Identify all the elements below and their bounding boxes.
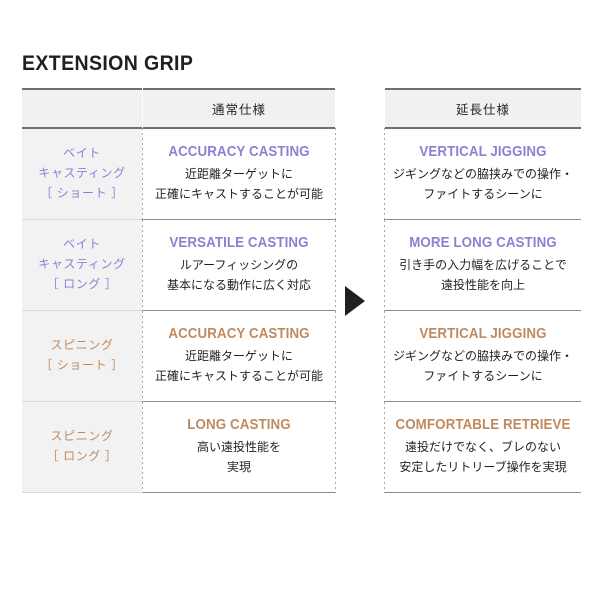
- label-line: ［ ショート ］: [40, 358, 124, 372]
- dotted-divider-2: [335, 401, 336, 493]
- standard-cell: LONG CASTING 高い遠投性能を 実現: [143, 401, 335, 493]
- standard-feature-heading: VERSATILE CASTING: [169, 235, 309, 252]
- table-row: スピニング ［ ロング ］ LONG CASTING 高い遠投性能を 実現 C: [22, 401, 581, 493]
- standard-cell: ACCURACY CASTING 近距離ターゲットに 正確にキャストすることが可…: [143, 128, 335, 220]
- desc-line: 安定したリトリーブ操作を実現: [399, 459, 567, 474]
- row-label-text: ベイト キャスティング ［ ロング ］: [22, 235, 142, 294]
- extension-cell: VERTICAL JIGGING ジギングなどの脇挟みでの操作・ ファイトするシ…: [385, 310, 581, 402]
- table-row: スピニング ［ ショート ］ ACCURACY CASTING 近距離ターゲット…: [22, 310, 581, 402]
- header-cell-extension: 延長仕様: [385, 88, 581, 129]
- header-standard-text: 通常仕様: [211, 102, 266, 117]
- label-line: ［ ロング ］: [46, 276, 118, 291]
- header-cell-label: [22, 88, 142, 129]
- page-title: EXTENSION GRIP: [22, 52, 194, 75]
- standard-feature-heading: LONG CASTING: [187, 417, 291, 434]
- table-row: ベイト キャスティング ［ ショート ］ ACCURACY CASTING 近距…: [22, 128, 581, 220]
- extension-feature-description: 引き手の入力幅を広げることで 遠投性能を向上: [385, 256, 581, 295]
- dotted-divider-3: [384, 401, 385, 493]
- label-line: ベイト: [63, 146, 101, 161]
- extension-grip-table: 通常仕様 延長仕様 ベイト キャスティング ［ ショート ］: [22, 88, 581, 493]
- dotted-divider-2: [335, 310, 336, 402]
- header-extension-text: 延長仕様: [455, 102, 510, 117]
- desc-line: 近距離ターゲットに: [184, 349, 293, 364]
- extension-feature-heading: VERTICAL JIGGING: [419, 144, 547, 161]
- standard-cell: ACCURACY CASTING 近距離ターゲットに 正確にキャストすることが可…: [143, 310, 335, 402]
- standard-feature-description: 高い遠投性能を 実現: [143, 438, 335, 477]
- desc-line: ルアーフィッシングの: [179, 258, 299, 273]
- desc-line: 高い遠投性能を: [196, 440, 281, 455]
- row-spacer-cell: [336, 310, 384, 402]
- standard-feature-heading: ACCURACY CASTING: [168, 144, 310, 161]
- extension-feature-heading: MORE LONG CASTING: [409, 235, 557, 252]
- desc-line: 正確にキャストすることが可能: [154, 368, 323, 383]
- extension-cell: VERTICAL JIGGING ジギングなどの脇挟みでの操作・ ファイトするシ…: [385, 128, 581, 220]
- extension-cell: MORE LONG CASTING 引き手の入力幅を広げることで 遠投性能を向上: [385, 219, 581, 311]
- desc-line: 遠投性能を向上: [440, 277, 525, 292]
- row-label-cell: スピニング ［ ショート ］: [22, 310, 142, 402]
- standard-feature-description: 近距離ターゲットに 正確にキャストすることが可能: [143, 165, 335, 204]
- header-cell-spacer: [336, 89, 384, 128]
- header-cell-standard: 通常仕様: [143, 88, 335, 129]
- label-line: キャスティング: [38, 166, 126, 181]
- dotted-divider-1: [142, 401, 143, 493]
- standard-feature-description: ルアーフィッシングの 基本になる動作に広く対応: [143, 256, 335, 295]
- desc-line: ファイトするシーンに: [423, 186, 543, 201]
- row-spacer-cell: [336, 401, 384, 493]
- extension-feature-description: ジギングなどの脇挟みでの操作・ ファイトするシーンに: [385, 347, 581, 386]
- extension-feature-heading: VERTICAL JIGGING: [419, 326, 547, 343]
- label-line: ［ ロング ］: [46, 449, 118, 463]
- desc-line: ジギングなどの脇挟みでの操作・: [392, 167, 573, 182]
- desc-line: 正確にキャストすることが可能: [154, 186, 323, 201]
- extension-feature-description: 遠投だけでなく、ブレのない 安定したリトリーブ操作を実現: [385, 438, 581, 477]
- table-header-row: 通常仕様 延長仕様: [22, 88, 581, 129]
- desc-line: ファイトするシーンに: [423, 368, 543, 383]
- standard-feature-description: 近距離ターゲットに 正確にキャストすることが可能: [143, 347, 335, 386]
- label-line: ベイト: [63, 237, 101, 252]
- dotted-divider-3: [384, 219, 385, 311]
- desc-line: 実現: [226, 459, 251, 474]
- desc-line: 遠投だけでなく、ブレのない: [404, 440, 561, 455]
- dotted-divider-2: [335, 128, 336, 220]
- standard-feature-heading: ACCURACY CASTING: [168, 326, 310, 343]
- dotted-divider-3: [384, 310, 385, 402]
- desc-line: 近距離ターゲットに: [184, 167, 293, 182]
- dotted-divider-1: [142, 310, 143, 402]
- desc-line: 基本になる動作に広く対応: [166, 277, 311, 292]
- desc-line: 引き手の入力幅を広げることで: [399, 258, 567, 273]
- label-line: スピニング: [50, 338, 114, 353]
- row-label-text: スピニング ［ ロング ］: [22, 427, 142, 467]
- dotted-divider-1: [142, 219, 143, 311]
- row-label-cell: ベイト キャスティング ［ ショート ］: [22, 128, 142, 220]
- row-label-cell: スピニング ［ ロング ］: [22, 401, 142, 493]
- row-label-cell: ベイト キャスティング ［ ロング ］: [22, 219, 142, 311]
- extension-feature-heading: COMFORTABLE RETRIEVE: [395, 417, 571, 434]
- desc-line: ジギングなどの脇挟みでの操作・: [392, 349, 573, 364]
- row-spacer-cell: [336, 219, 384, 311]
- dotted-divider-1: [142, 128, 143, 220]
- extension-feature-description: ジギングなどの脇挟みでの操作・ ファイトするシーンに: [385, 165, 581, 204]
- label-line: スピニング: [50, 429, 114, 444]
- table-row: ベイト キャスティング ［ ロング ］ VERSATILE CASTING ルア…: [22, 219, 581, 311]
- label-line: ［ ショート ］: [40, 185, 124, 200]
- dotted-divider-3: [384, 128, 385, 220]
- row-spacer-cell: [336, 128, 384, 220]
- dotted-divider-2: [335, 219, 336, 311]
- label-line: キャスティング: [38, 257, 126, 272]
- row-label-text: ベイト キャスティング ［ ショート ］: [22, 144, 142, 203]
- extension-cell: COMFORTABLE RETRIEVE 遠投だけでなく、ブレのない 安定したリ…: [385, 401, 581, 493]
- standard-cell: VERSATILE CASTING ルアーフィッシングの 基本になる動作に広く対…: [143, 219, 335, 311]
- row-label-text: スピニング ［ ショート ］: [22, 336, 142, 376]
